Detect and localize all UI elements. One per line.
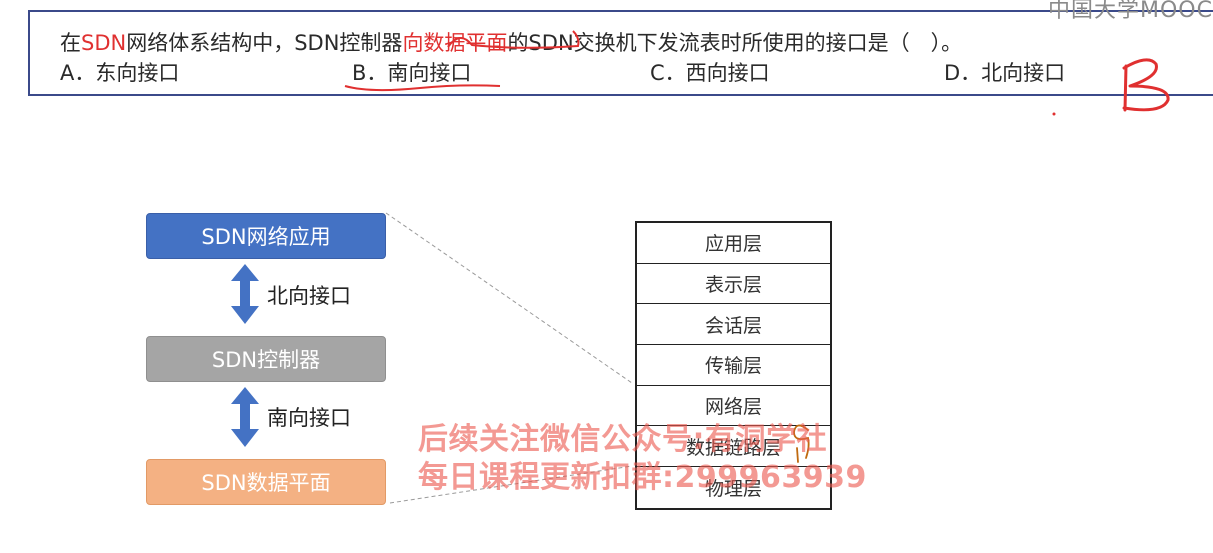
- handwritten-underline-option-b-icon: [344, 84, 501, 92]
- question-part-3: 网络体系结构中，SDN控制器: [126, 31, 403, 55]
- handwritten-underline-question-icon: [447, 30, 580, 49]
- question-text: 在SDN网络体系结构中，SDN控制器向数据平面的SDN交换机下发流表时所使用的接…: [60, 27, 962, 57]
- question-frame: [28, 10, 1213, 96]
- osi-layer: 物理层: [704, 477, 762, 500]
- question-part-5: 的SDN交换机下发流表时所使用的接口是（ ）。: [507, 31, 963, 55]
- option-c: C．西向接口: [650, 61, 770, 85]
- sdn-controller-box: SDN控制器: [146, 336, 386, 382]
- option-d: D．北向接口: [944, 61, 1066, 85]
- handwritten-b-icon: [1122, 58, 1170, 112]
- connector-line-top: [385, 212, 633, 384]
- sdn-app-box: SDN网络应用: [146, 213, 386, 259]
- south-interface-label: 南向接口: [267, 406, 351, 430]
- option-b: B．南向接口: [352, 61, 472, 85]
- osi-layer: 会话层: [637, 304, 830, 346]
- osi-stack: 应用层 表示层 会话层 传输层 网络层 数据链路层 物理层: [635, 221, 832, 510]
- option-a: A．东向接口: [60, 61, 180, 85]
- watermark-line-1: 后续关注微信公众号:有洞学社: [418, 422, 827, 457]
- osi-layer: 应用层: [637, 223, 830, 264]
- question-part-1: 在: [60, 31, 81, 55]
- osi-layer: 数据链路层: [637, 426, 830, 468]
- osi-layer: 传输层: [637, 345, 830, 386]
- question-highlight-data-plane: 向数据平面: [402, 31, 508, 55]
- south-double-arrow-icon: [231, 387, 259, 447]
- osi-layer: 网络层: [637, 386, 830, 427]
- mooc-logo: 中国大学MOOC: [1048, 0, 1213, 23]
- watermark-line-2: 每日课程更新扣群:299963939: [418, 460, 867, 495]
- north-double-arrow-icon: [231, 264, 259, 324]
- osi-layer: 表示层: [637, 264, 830, 305]
- question-highlight-sdn: SDN: [81, 31, 127, 55]
- north-interface-label: 北向接口: [267, 284, 351, 308]
- sdn-data-plane-box: SDN数据平面: [146, 459, 386, 505]
- handwritten-dot-icon: [1052, 112, 1056, 116]
- connector-line-bottom: [389, 465, 633, 504]
- handwritten-mark-icon: [793, 424, 810, 463]
